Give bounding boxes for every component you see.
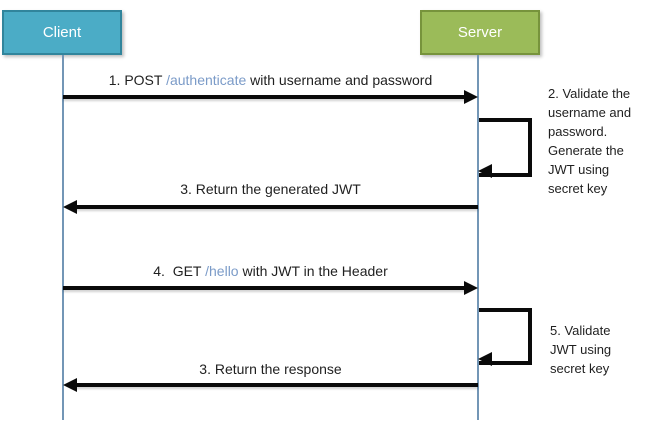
message-1-label: 1. POST /authenticate with username and … — [63, 72, 478, 88]
message-4-endpoint: /hello — [205, 263, 239, 279]
note-validate-jwt: 5. Validate JWT using secret key — [550, 323, 612, 376]
arrowhead-left-icon — [478, 352, 492, 366]
arrowhead-left-icon — [478, 164, 492, 178]
actor-server-box: Server — [420, 10, 540, 55]
server-lifeline — [477, 55, 479, 420]
message-4-prefix: 4. GET — [153, 263, 206, 279]
message-6-arrow — [63, 378, 478, 392]
message-1-suffix: with username and password — [246, 72, 433, 88]
message-1-endpoint: /authenticate — [166, 72, 247, 88]
actor-client-box: Client — [2, 10, 122, 55]
arrow-shaft — [63, 95, 467, 99]
arrow-shaft — [63, 286, 467, 290]
actor-server-label: Server — [457, 24, 503, 41]
message-4-suffix: with JWT in the Header — [238, 263, 388, 279]
arrowhead-right-icon — [464, 281, 478, 295]
actor-client-label: Client — [42, 24, 82, 41]
arrow-shaft — [74, 383, 478, 387]
message-1-prefix: 1. POST — [108, 72, 167, 88]
arrow-shaft — [74, 205, 478, 209]
message-4-label: 4. GET /hello with JWT in the Header — [63, 263, 478, 279]
arrowhead-left-icon — [63, 200, 77, 214]
message-3-arrow — [63, 200, 478, 214]
server-self-loop-1 — [478, 118, 532, 178]
arrowhead-left-icon — [63, 378, 77, 392]
client-lifeline — [62, 55, 64, 420]
message-4-arrow — [63, 281, 478, 295]
server-self-loop-2 — [478, 308, 532, 366]
message-6-label: 3. Return the response — [199, 361, 342, 377]
message-3-label: 3. Return the generated JWT — [180, 181, 361, 197]
note-validate-credentials: 2. Validate the username and password. G… — [548, 86, 632, 196]
message-1-arrow — [63, 90, 478, 104]
arrowhead-right-icon — [464, 90, 478, 104]
